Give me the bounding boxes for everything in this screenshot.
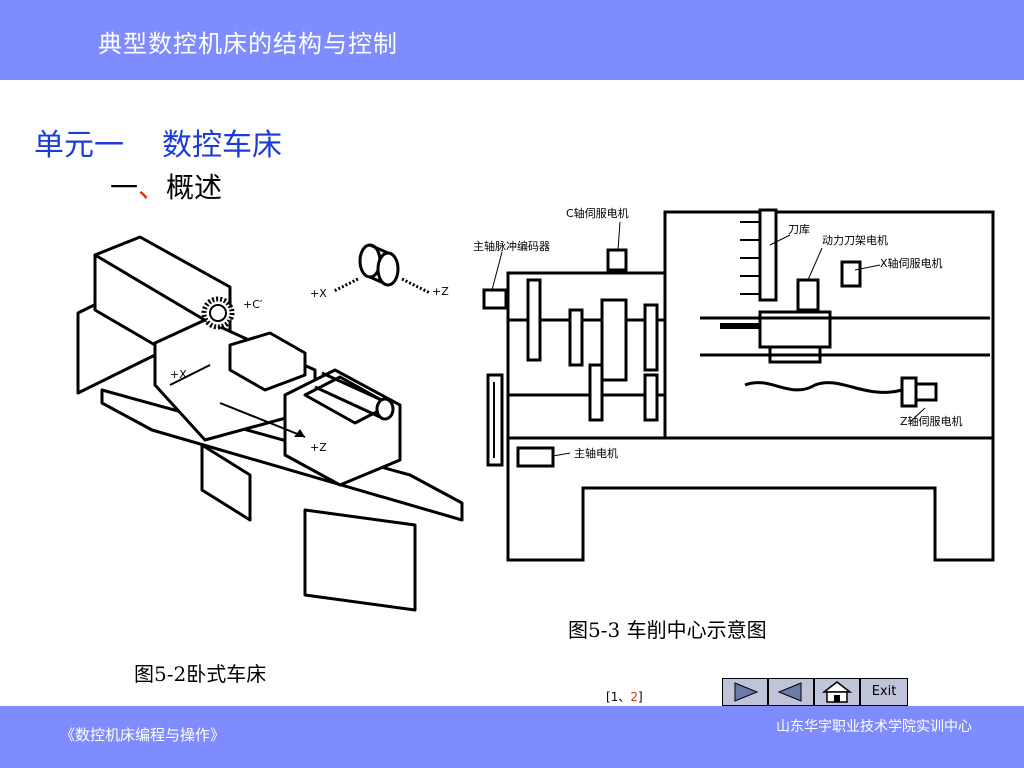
label-spindle-motor: 主轴电机 bbox=[574, 446, 618, 460]
home-icon bbox=[821, 681, 853, 703]
pager-sep: 、 bbox=[618, 690, 631, 704]
label-x-mid: +X bbox=[170, 368, 187, 381]
section-title: 概述 bbox=[166, 171, 223, 204]
label-z-top: +Z bbox=[432, 285, 449, 298]
section-separator: 、 bbox=[138, 171, 167, 204]
label-c-axis: +C′ bbox=[243, 298, 263, 311]
label-power-tool: 动力刀架电机 bbox=[822, 233, 888, 247]
page-indicator: [1、2] bbox=[606, 688, 643, 705]
label-encoder: 主轴脉冲编码器 bbox=[473, 239, 550, 253]
footer-institution: 山东华宇职业技术学院实训中心 bbox=[776, 719, 972, 735]
lathe-leg-left bbox=[200, 443, 252, 522]
label-z-mid: +Z bbox=[310, 441, 327, 454]
footer-course: 《数控机床编程与操作》 bbox=[60, 726, 226, 744]
figure-caption-right: 图5-3 车削中心示意图 bbox=[568, 618, 767, 642]
footer-bar: 《数控机床编程与操作》 山东华宇职业技术学院实训中心 bbox=[0, 706, 1024, 768]
section-heading: 一、概述 bbox=[110, 166, 222, 206]
spindle-motor-box bbox=[516, 446, 555, 468]
horizontal-lathe-figure: +C′ +X +Z +X +Z bbox=[76, 235, 464, 612]
page-current: 2 bbox=[630, 690, 638, 704]
lathe-leg-right bbox=[303, 508, 417, 612]
play-right-icon bbox=[734, 682, 759, 702]
pager-open: [ bbox=[606, 690, 611, 704]
label-x-top: +X bbox=[310, 287, 327, 300]
label-turret: 刀库 bbox=[788, 223, 810, 236]
previous-button[interactable] bbox=[768, 678, 814, 706]
label-c-servo: C轴伺服电机 bbox=[566, 206, 629, 220]
slide-title: 典型数控机床的结构与控制 bbox=[98, 30, 398, 58]
figure-caption-left: 图5-2卧式车床 bbox=[134, 662, 267, 686]
pager-close: ] bbox=[637, 690, 643, 704]
unit-heading: 单元一 数控车床 bbox=[34, 120, 282, 164]
home-button[interactable] bbox=[814, 678, 860, 706]
unit-name: 数控车床 bbox=[162, 128, 282, 163]
machine-base bbox=[506, 438, 995, 562]
label-z-servo: Z轴伺服电机 bbox=[900, 414, 963, 428]
section-number: 一 bbox=[110, 171, 139, 204]
exit-button[interactable]: Exit bbox=[860, 678, 908, 706]
cross-slide bbox=[228, 331, 307, 392]
play-left-icon bbox=[777, 682, 802, 702]
next-button[interactable] bbox=[722, 678, 768, 706]
title-bar: 典型数控机床的结构与控制 bbox=[0, 0, 1024, 80]
label-x-servo: X轴伺服电机 bbox=[880, 256, 943, 270]
page-link-1[interactable]: 1 bbox=[610, 690, 619, 704]
unit-label: 单元一 bbox=[34, 128, 124, 163]
turning-center-figure: C轴伺服电机 主轴脉冲编码器 刀库 动力刀架电机 X轴伺服电机 Z轴伺服电机 主… bbox=[473, 206, 995, 562]
